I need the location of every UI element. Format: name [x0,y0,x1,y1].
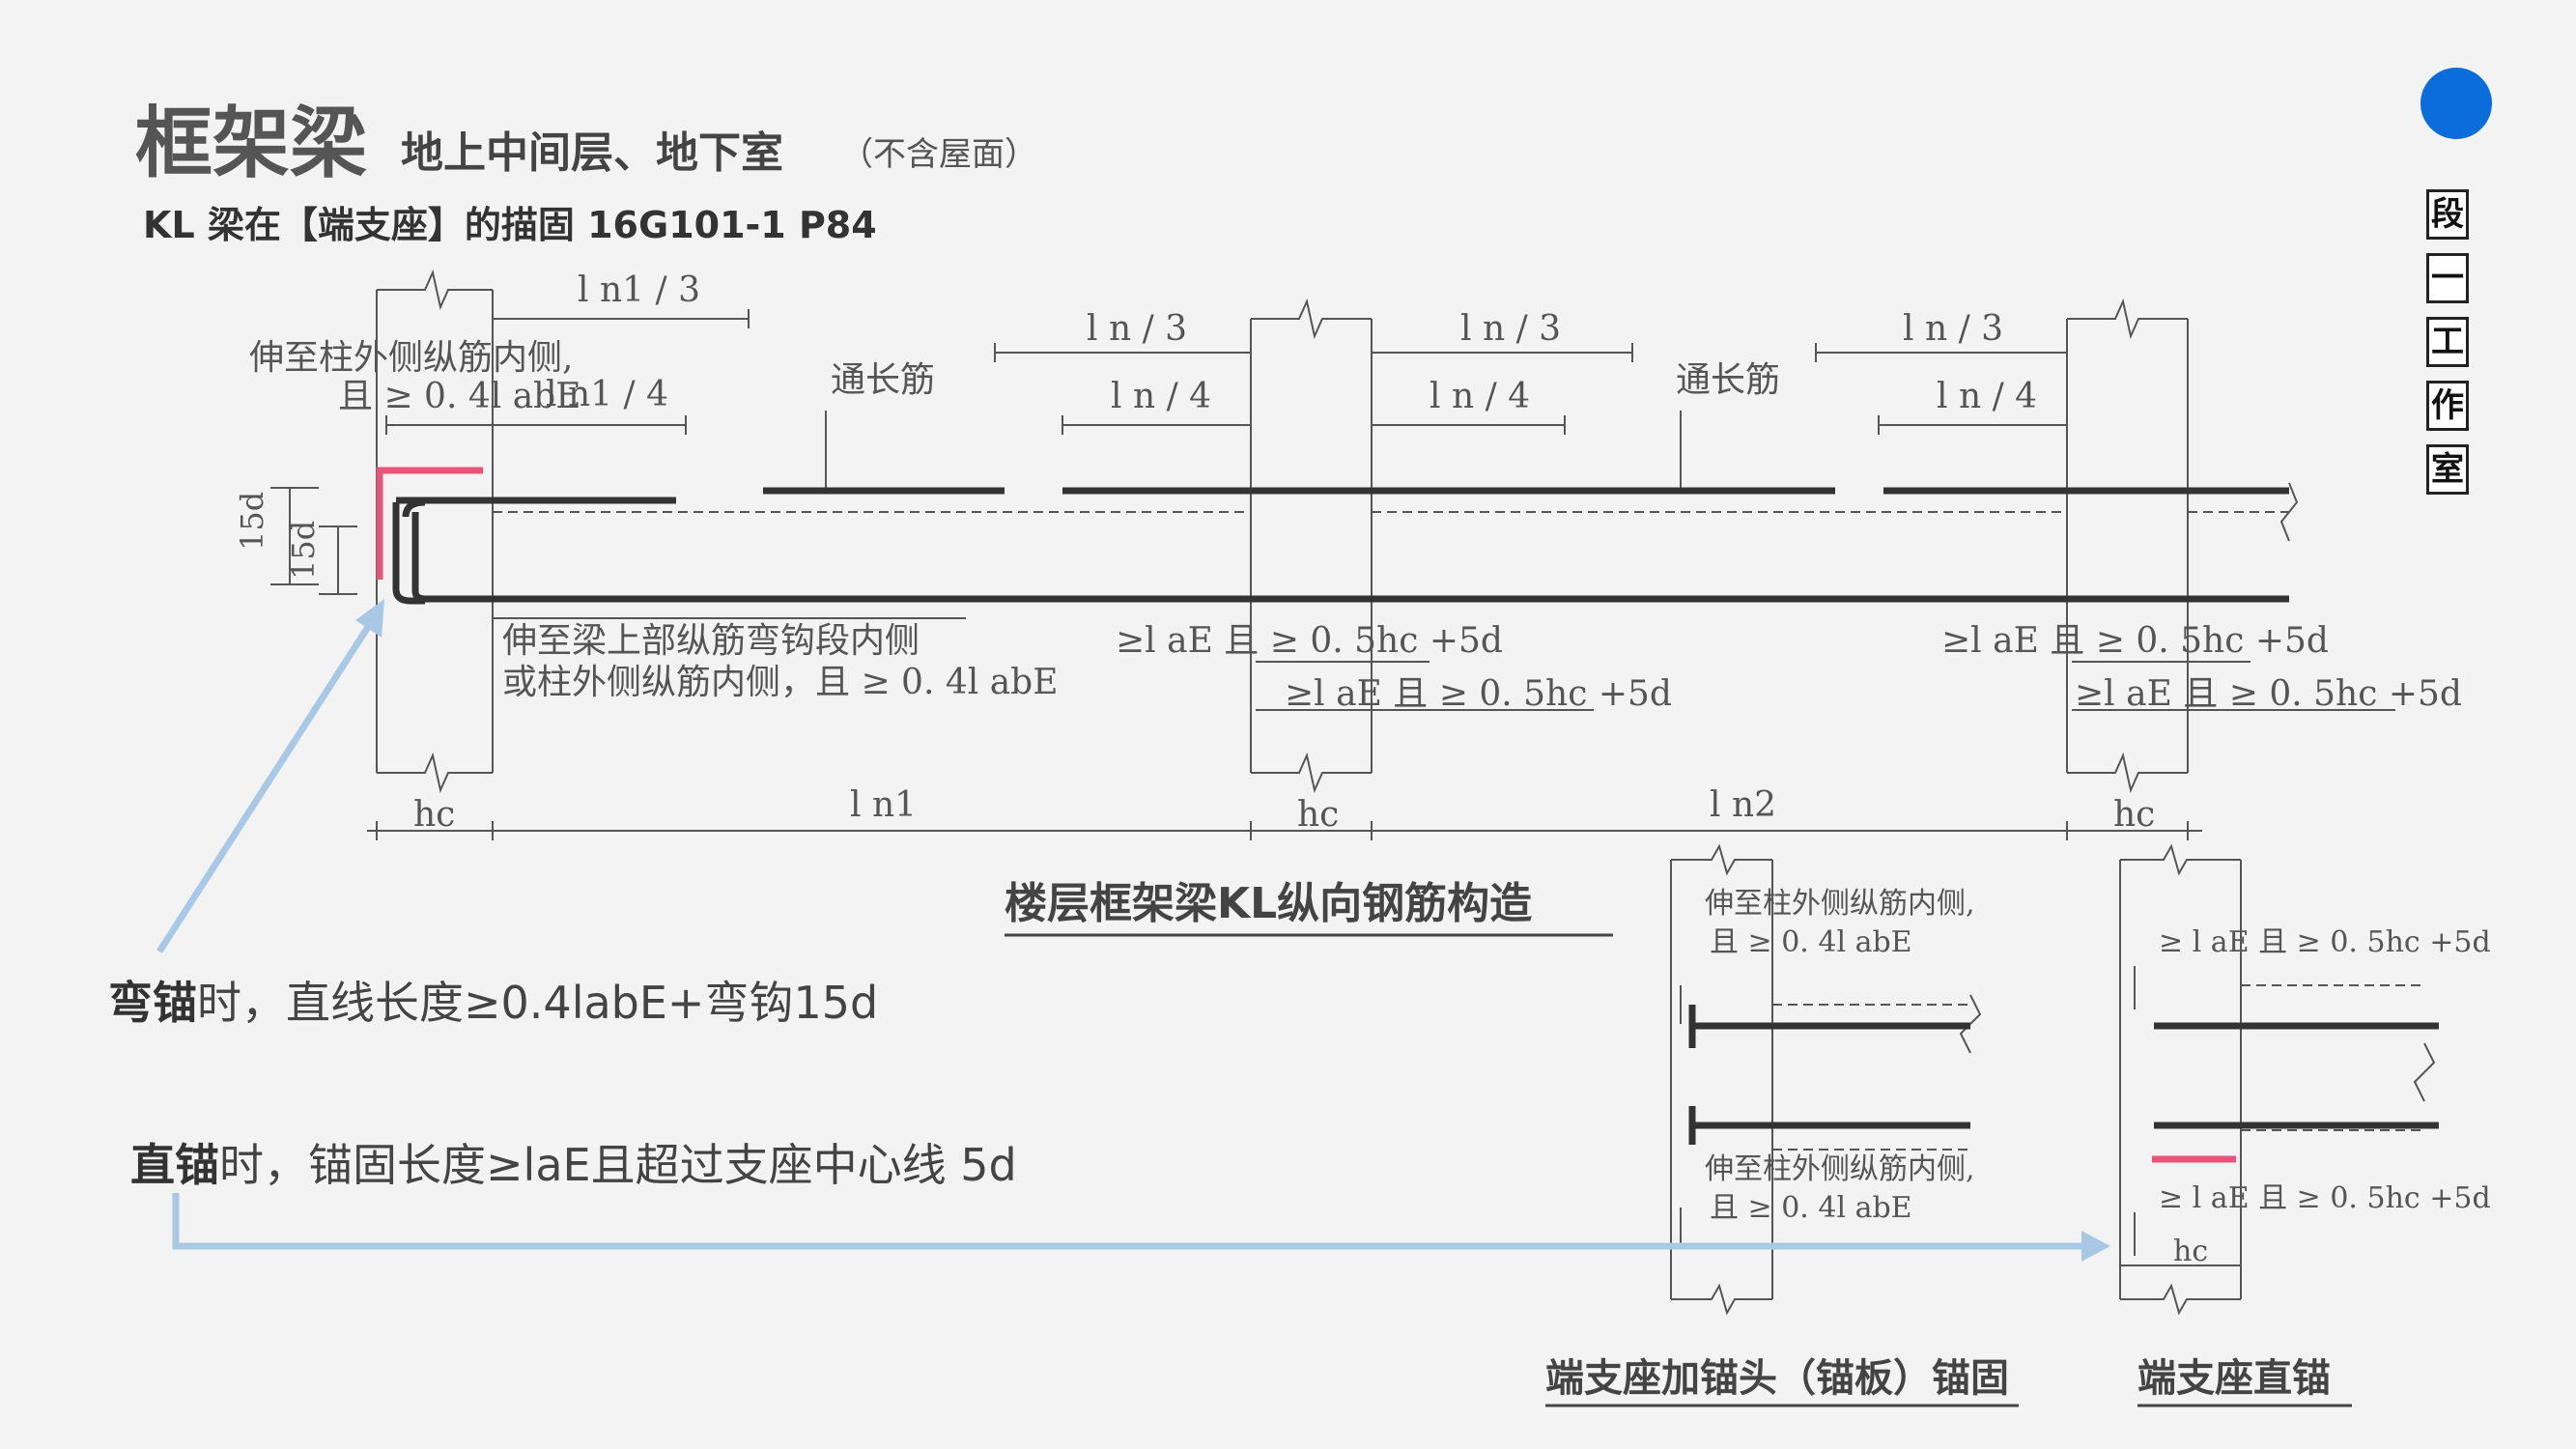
side-char-4: 作 [2426,381,2469,431]
label-lae-3: ≥l aE 且 ≥ 0. 5hc +5d [1941,621,2329,661]
label-ln1-4: l n1 / 4 [546,375,668,414]
label-lae-1: ≥l aE 且 ≥ 0. 5hc +5d [1116,621,1503,661]
label-r-hc: hc [2173,1235,2208,1268]
label-s2-a: 伸至柱外侧纵筋内侧, [1705,1152,1975,1186]
label-ln1-3: l n1 / 3 [578,270,700,310]
note-bent-anchor: 弯锚时，直线长度≥0.4labE+弯钩15d [108,968,878,1032]
label-under-1: 伸至梁上部纵筋弯钩段内侧 [502,621,920,661]
label-ln4-b: l n / 4 [1430,377,1530,416]
label-ln2: l n2 [1710,785,1776,825]
label-under-2: 或柱外侧纵筋内侧，且 ≥ 0. 4l abE [502,663,1059,702]
subtitle-note: （不含屋面） [840,135,1037,174]
brand-dot-icon [2420,68,2492,139]
side-char-1: 段 [2426,189,2469,240]
caption-straight-anchor: 端支座直锚 [2137,1356,2331,1401]
label-ln4-c: l n / 4 [1937,377,2037,416]
label-ln1: l n1 [850,785,917,825]
side-char-3: 工 [2426,317,2469,367]
label-hc-2: hc [1297,795,1339,835]
label-r1: ≥ l aE 且 ≥ 0. 5hc +5d [2159,925,2491,959]
page-title: 框架梁 [135,99,367,188]
label-tongchang-1: 通长筋 [831,360,935,400]
note-bent-anchor-text: 时，直线长度≥0.4labE+弯钩15d [197,977,879,1029]
note-straight-anchor-text: 时，锚固长度≥laE且超过支座中心线 5d [219,1139,1017,1191]
label-anchor-1: 伸至柱外侧纵筋内侧, [249,338,573,378]
label-15d-b: 15d [285,521,322,580]
page-subtitle: 地上中间层、地下室 [401,128,783,178]
main-caption: 楼层框架梁KL纵向钢筋构造 [1005,879,1532,928]
side-char-5: 室 [2426,444,2469,495]
label-s2-b: 且 ≥ 0. 4l abE [1710,1191,1912,1225]
label-lae-2: ≥l aE 且 ≥ 0. 5hc +5d [1285,674,1672,714]
side-char-2: 一 [2426,253,2469,303]
label-s1-b: 且 ≥ 0. 4l abE [1710,925,1912,959]
label-ln4-a: l n / 4 [1111,377,1211,416]
label-ln3-a: l n / 3 [1087,309,1187,349]
note-straight-anchor: 直锚时，锚固长度≥laE且超过支座中心线 5d [130,1130,1017,1194]
label-hc-3: hc [2113,795,2155,835]
label-r2: ≥ l aE 且 ≥ 0. 5hc +5d [2159,1181,2491,1215]
label-ln3-c: l n / 3 [1903,309,2003,349]
label-hc-1: hc [413,795,455,835]
note-straight-anchor-bold: 直锚 [130,1139,219,1191]
reference-line: KL 梁在【端支座】的描固 16G101-1 P84 [143,204,877,246]
label-s1-a: 伸至柱外侧纵筋内侧, [1705,887,1975,921]
note-bent-anchor-bold: 弯锚 [108,977,197,1029]
label-ln3-b: l n / 3 [1460,309,1561,349]
caption-anchor-plate: 端支座加锚头（锚板）锚固 [1545,1356,2009,1401]
label-15d-a: 15d [234,492,270,551]
label-lae-4: ≥l aE 且 ≥ 0. 5hc +5d [2075,674,2462,714]
label-tongchang-2: 通长筋 [1676,360,1780,400]
label-anchor-2: 且 ≥ 0. 4l abE [338,377,581,416]
